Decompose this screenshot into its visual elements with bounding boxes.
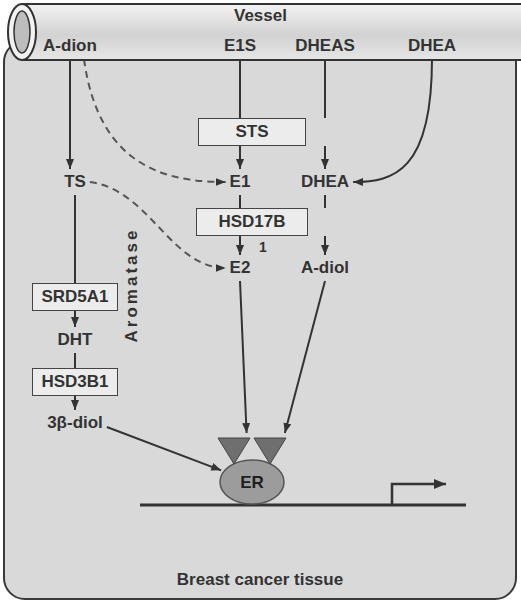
enzyme-box: STS	[198, 118, 306, 146]
metabolite-name: A-diol	[301, 258, 349, 278]
metabolite-node: E1S	[224, 36, 256, 56]
enzyme-box: HSD3B1	[32, 368, 118, 396]
vessel-band: VesselA-dion E1S DHEAS DHEA	[0, 2, 521, 62]
pathway-arrow	[107, 427, 221, 470]
pathway-arrow	[324, 146, 326, 169]
enzyme-name: HSD3B1	[41, 372, 108, 392]
metabolite-name: DHEAS	[295, 36, 355, 56]
pathway-arrow	[324, 59, 326, 118]
metabolite-node: A-dion	[43, 36, 97, 56]
tissue-title: Breast cancer tissue	[5, 570, 515, 590]
pathway-arrow	[353, 59, 432, 182]
metabolite-node: 3β-diol	[47, 413, 103, 433]
pathway-arrow	[285, 281, 325, 433]
enzyme-box: SRD5A1	[32, 283, 118, 311]
metabolite-name: TS	[64, 172, 86, 192]
metabolite-node: TS	[64, 172, 86, 192]
enzyme-name: STS	[235, 122, 268, 142]
enzyme-name: HSD17B	[218, 212, 285, 232]
tissue-ground	[4, 41, 516, 599]
pathway-arrow	[239, 146, 241, 169]
metabolite-node: DHEA	[408, 36, 456, 56]
metabolite-name: E2	[230, 258, 251, 278]
pathway-arrow	[324, 236, 326, 255]
callout-number: 1	[259, 237, 267, 257]
vessel-title: Vessel	[0, 6, 521, 26]
pathway-arrow	[74, 311, 76, 327]
pathway-arrow	[240, 281, 247, 433]
pathway-arrow	[74, 195, 76, 283]
enzyme-label: Aromatase	[122, 225, 142, 346]
pathway-arrow	[74, 396, 76, 410]
metabolite-node: DHEA	[301, 172, 349, 192]
metabolite-node: DHEAS	[295, 36, 355, 56]
transcription-arrow	[392, 484, 446, 505]
metabolite-node: E1	[230, 172, 251, 192]
metabolite-name: DHT	[58, 330, 93, 350]
metabolite-node: E2	[230, 258, 251, 278]
enzyme-box: HSD17B	[196, 208, 308, 236]
metabolite-name: E1S	[224, 36, 256, 56]
pathway-arrow	[324, 195, 326, 208]
metabolite-name: 3β-diol	[47, 413, 103, 433]
pathway-arrow	[74, 353, 76, 368]
metabolite-name: DHEA	[301, 172, 349, 192]
receptor-name: ER	[212, 473, 292, 493]
pathway-arrow	[69, 59, 71, 169]
dna-strand	[140, 504, 466, 507]
receptor-symbol: ER	[212, 436, 292, 506]
metabolite-name: DHEA	[408, 36, 456, 56]
pathway-arrow	[239, 59, 241, 118]
metabolite-node: A-diol	[301, 258, 349, 278]
pathway-arrow	[239, 195, 241, 208]
metabolite-name: E1	[230, 172, 251, 192]
enzyme-name: SRD5A1	[41, 287, 108, 307]
pathway-arrow	[239, 236, 241, 255]
metabolite-name: A-dion	[43, 36, 97, 56]
metabolite-node: DHT	[58, 330, 93, 350]
receptor-illustration	[212, 436, 292, 506]
tissue-region: Breast cancer tissue TS STS E1 DHEA HSD17B E2 A…	[3, 40, 517, 600]
